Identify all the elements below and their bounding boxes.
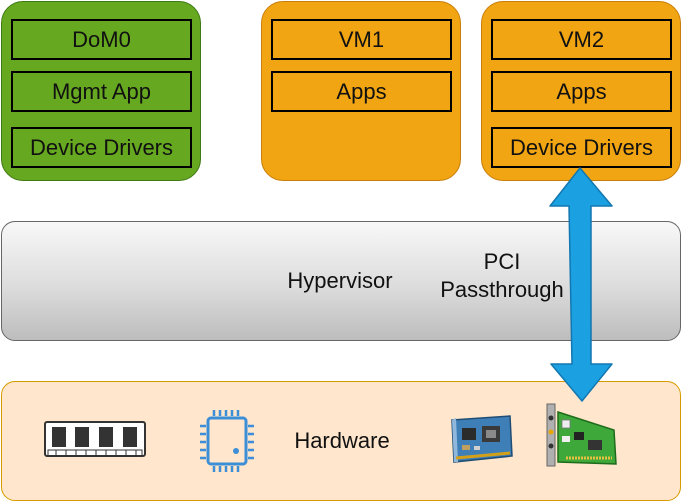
vm1-app: Apps — [336, 78, 387, 104]
vm2-title: VM2 — [558, 26, 605, 52]
sound-card-icon — [546, 403, 617, 467]
vm2-group: VM2 Apps Device Drivers — [481, 1, 681, 181]
pci-label-line1: PCI — [483, 249, 521, 274]
pci-label-line2: Passthrough — [440, 277, 564, 302]
vm2-drivers: Device Drivers — [509, 134, 654, 160]
hardware-label: Hardware — [294, 428, 390, 453]
dom0-drivers: Device Drivers — [29, 134, 174, 160]
dom0-title-box: DoM0 — [11, 19, 192, 60]
dom0-group: DoM0 Mgmt App Device Drivers — [1, 1, 201, 181]
cpu-icon — [200, 410, 254, 472]
dom0-app-box: Mgmt App — [11, 71, 192, 112]
vm2-drivers-box: Device Drivers — [491, 127, 672, 168]
vm2-app: Apps — [556, 78, 607, 104]
dom0-title: DoM0 — [72, 26, 131, 52]
dom0-drivers-box: Device Drivers — [11, 127, 192, 168]
vm2-title-box: VM2 — [491, 19, 672, 60]
vm1-app-box: Apps — [271, 71, 452, 112]
ram-icon — [44, 421, 146, 457]
vm1-title: VM1 — [338, 26, 385, 52]
hypervisor-layer — [1, 221, 681, 341]
pci-passthrough-arrow — [549, 167, 613, 402]
dom0-app: Mgmt App — [51, 78, 152, 104]
hypervisor-label: Hypervisor — [287, 268, 393, 293]
pci-passthrough-label: PCI Passthrough — [422, 248, 582, 304]
vm2-app-box: Apps — [491, 71, 672, 112]
vm1-group: VM1 Apps — [261, 1, 461, 181]
vm1-title-box: VM1 — [271, 19, 452, 60]
network-card-icon — [451, 415, 513, 463]
